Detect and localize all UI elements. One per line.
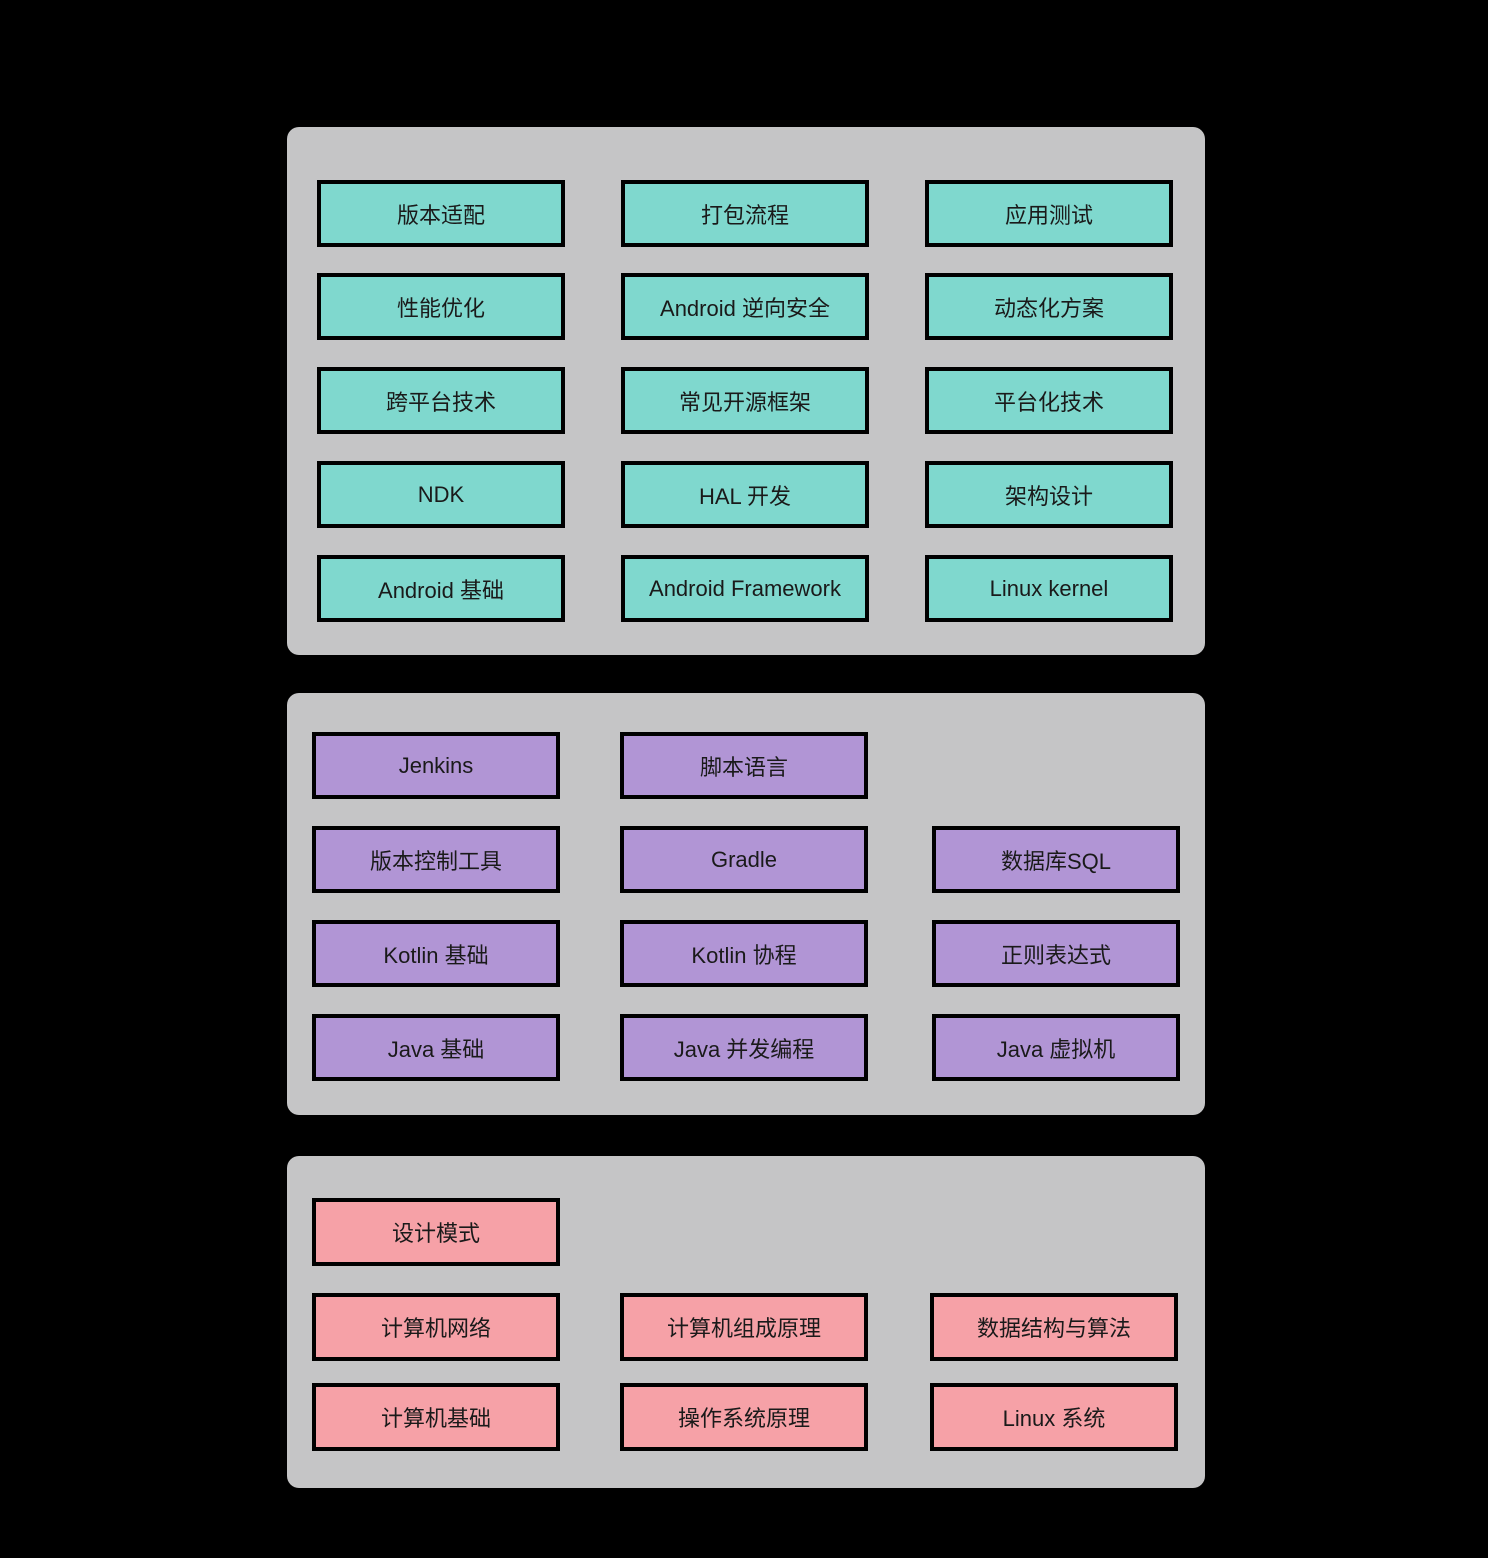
node-data-structures-algorithms: 数据结构与算法	[930, 1293, 1178, 1361]
node-linux-system: Linux 系统	[930, 1383, 1178, 1451]
node-performance-optimization: 性能优化	[317, 273, 565, 340]
node-computer-basics: 计算机基础	[312, 1383, 560, 1451]
node-hal-development: HAL 开发	[621, 461, 869, 528]
node-java-basics: Java 基础	[312, 1014, 560, 1081]
node-version-adaptation: 版本适配	[317, 180, 565, 247]
node-version-control-tools: 版本控制工具	[312, 826, 560, 893]
node-cross-platform-tech: 跨平台技术	[317, 367, 565, 434]
panel-languages-tools: Jenkins 脚本语言 版本控制工具 Gradle 数据库SQL Kotlin…	[287, 693, 1205, 1115]
node-android-reverse-security: Android 逆向安全	[621, 273, 869, 340]
node-java-concurrency: Java 并发编程	[620, 1014, 868, 1081]
node-open-source-frameworks: 常见开源框架	[621, 367, 869, 434]
node-kotlin-coroutines: Kotlin 协程	[620, 920, 868, 987]
node-android-basics: Android 基础	[317, 555, 565, 622]
node-design-patterns: 设计模式	[312, 1198, 560, 1266]
node-operating-system-principles: 操作系统原理	[620, 1383, 868, 1451]
node-java-virtual-machine: Java 虚拟机	[932, 1014, 1180, 1081]
panel-android-advanced: 版本适配 打包流程 应用测试 性能优化 Android 逆向安全 动态化方案 跨…	[287, 127, 1205, 655]
node-computer-networks: 计算机网络	[312, 1293, 560, 1361]
node-app-testing: 应用测试	[925, 180, 1173, 247]
node-computer-organization: 计算机组成原理	[620, 1293, 868, 1361]
node-dynamic-solutions: 动态化方案	[925, 273, 1173, 340]
node-android-framework: Android Framework	[621, 555, 869, 622]
node-database-sql: 数据库SQL	[932, 826, 1180, 893]
node-jenkins: Jenkins	[312, 732, 560, 799]
node-packaging-process: 打包流程	[621, 180, 869, 247]
panel-cs-foundation: 设计模式 计算机网络 计算机组成原理 数据结构与算法 计算机基础 操作系统原理 …	[287, 1156, 1205, 1488]
node-regular-expressions: 正则表达式	[932, 920, 1180, 987]
node-gradle: Gradle	[620, 826, 868, 893]
node-scripting-language: 脚本语言	[620, 732, 868, 799]
node-ndk: NDK	[317, 461, 565, 528]
node-linux-kernel: Linux kernel	[925, 555, 1173, 622]
node-kotlin-basics: Kotlin 基础	[312, 920, 560, 987]
node-architecture-design: 架构设计	[925, 461, 1173, 528]
node-platformization-tech: 平台化技术	[925, 367, 1173, 434]
